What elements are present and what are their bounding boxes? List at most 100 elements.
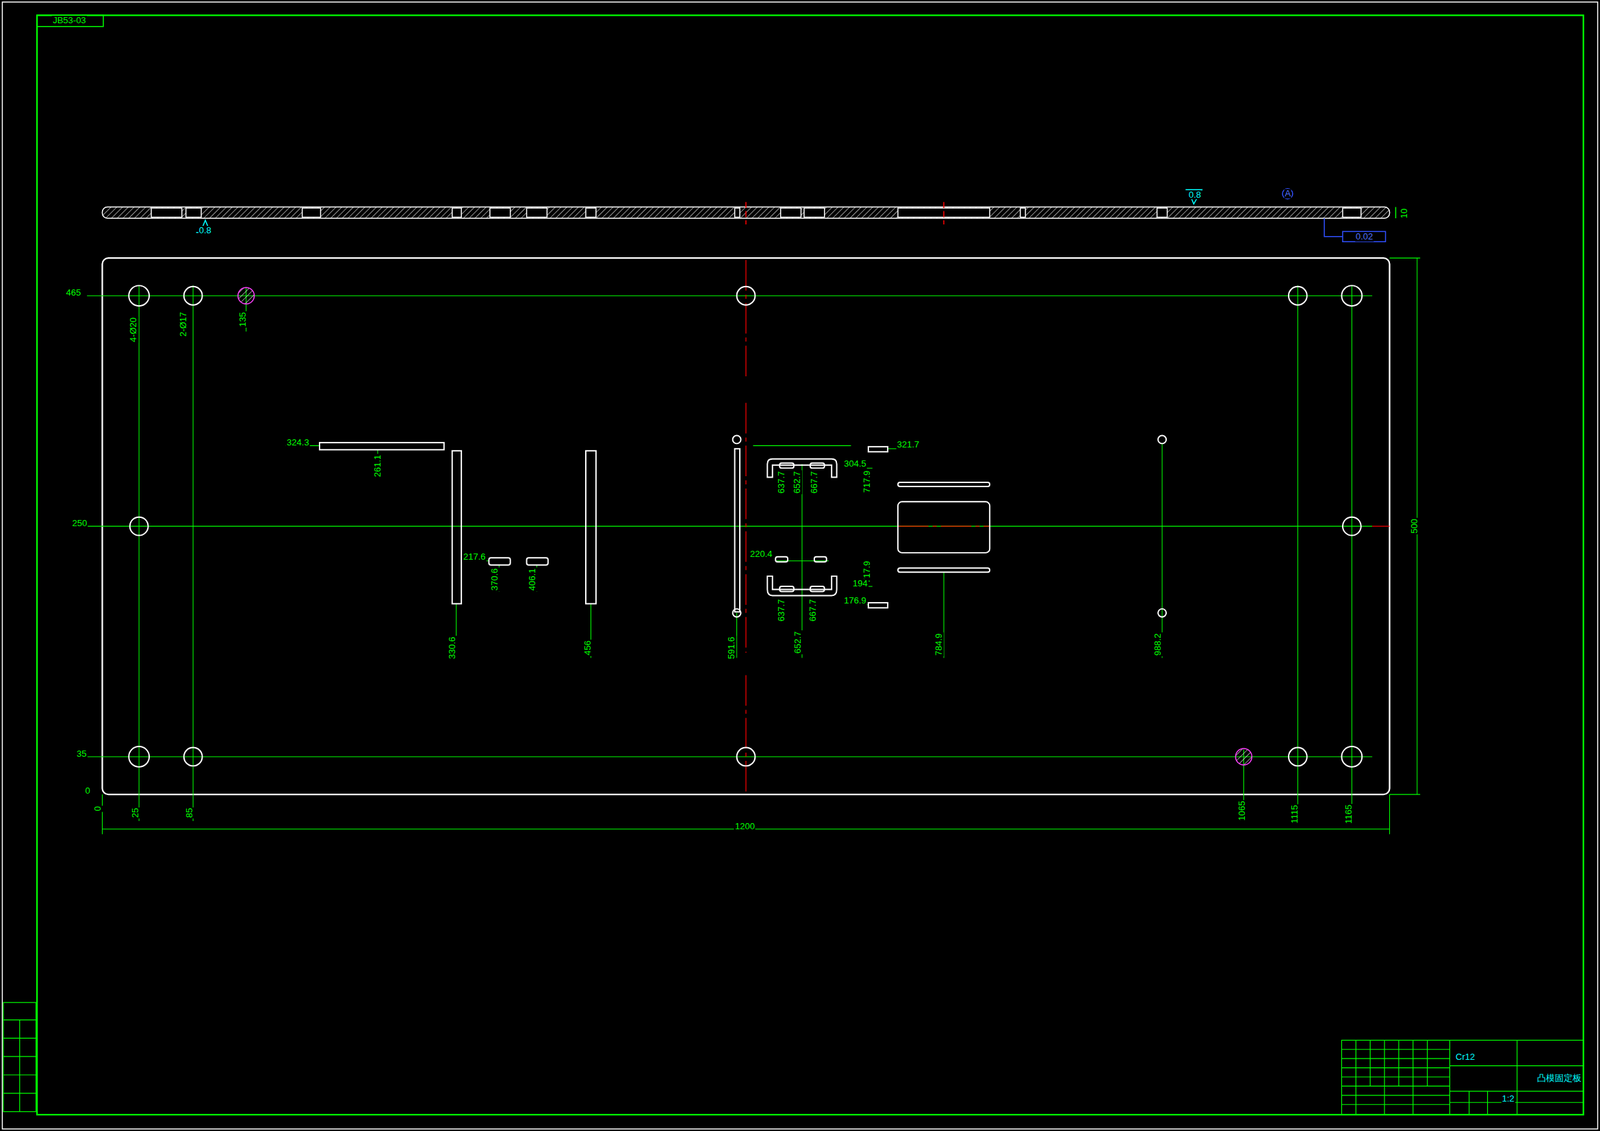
dimension: 637.7: [776, 470, 787, 495]
cad-geometry: [732, 435, 742, 444]
cad-geometry: [1449, 1040, 1451, 1115]
cad-geometry: [1341, 1058, 1450, 1060]
cad-geometry: [1157, 435, 1167, 444]
cad-geometry: [1341, 1086, 1450, 1087]
cad-geometry: [810, 586, 825, 592]
cad-geometry: [1355, 1040, 1357, 1115]
scale: 1:2: [1501, 1094, 1516, 1104]
cad-geometry: [868, 602, 888, 608]
cad-geometry: [86, 756, 1373, 757]
cad-geometry: [745, 403, 746, 653]
cad-geometry: [752, 445, 851, 447]
cad-geometry: [186, 208, 202, 217]
cad-geometry: [745, 675, 746, 794]
cad-geometry: [1412, 1040, 1414, 1115]
dimension: 500: [1409, 518, 1420, 536]
cad-geometry: [775, 560, 829, 562]
cad-geometry: [1389, 794, 1421, 796]
cad-geometry: [734, 448, 740, 612]
cad-geometry: [1185, 189, 1202, 204]
cad-geometry: [897, 501, 990, 553]
cad-geometry: [151, 208, 1362, 217]
cad-geometry: [1341, 1104, 1450, 1106]
cad-geometry: [745, 201, 746, 225]
cad-geometry: [1351, 285, 1353, 822]
cad-geometry: [101, 794, 103, 835]
cad-geometry: [1282, 188, 1293, 200]
cad-geometry: [734, 208, 740, 217]
cad-geometry: [585, 450, 597, 605]
cad-geometry: [804, 208, 825, 217]
dimension: 324.3: [286, 437, 311, 448]
cad-geometry: [814, 557, 827, 562]
cad-geometry: [897, 482, 990, 487]
cad-geometry: [3, 1002, 37, 1112]
cad-geometry: [86, 526, 1373, 527]
cad-geometry: [1383, 1040, 1385, 1115]
hole-callout: 4-Ø20: [129, 316, 139, 343]
dimension: 784.9: [934, 633, 944, 657]
cad-geometry: [526, 208, 548, 217]
cad-geometry: [1389, 257, 1421, 259]
dimension: 194: [852, 578, 869, 589]
cad-geometry: [1341, 1076, 1450, 1078]
dimension: 135: [238, 311, 248, 328]
cad-geometry: [775, 557, 788, 562]
cad-geometry: [1297, 285, 1299, 822]
dimension: 330.6: [447, 636, 458, 661]
dimension: 1200: [734, 821, 756, 832]
cad-geometry: [1398, 1040, 1399, 1087]
cad-geometry: [585, 208, 597, 217]
dimension: 0: [93, 806, 103, 813]
drawing-number: JB53-03: [52, 15, 87, 26]
cad-geometry: [238, 287, 255, 304]
cad-geometry: [1370, 1040, 1371, 1087]
dimension: 1165: [1344, 804, 1354, 825]
part-name: 凸模固定板: [1536, 1073, 1583, 1084]
cad-geometry: [128, 285, 1362, 768]
dimension: 176.9: [843, 596, 868, 606]
cad-geometry: [737, 286, 756, 306]
cad-geometry: [452, 450, 462, 605]
dimension: 217.6: [462, 552, 487, 562]
cad-geometry: [1342, 517, 1362, 536]
dimension: 652.7: [792, 470, 803, 495]
cad-geometry: [1341, 1040, 1583, 1115]
cad-geometry: [897, 568, 990, 573]
cad-geometry: [138, 285, 140, 822]
cad-geometry: [128, 285, 150, 306]
dimension: 667.7: [809, 470, 820, 495]
cad-geometry: [745, 260, 1390, 794]
dimension: 370.6: [489, 568, 500, 592]
cad-geometry: [1341, 285, 1362, 306]
dimension: 1065: [1237, 800, 1247, 822]
cad-geometry: [1288, 286, 1308, 306]
cad-geometry: [779, 586, 794, 592]
material: Cr12: [1454, 1052, 1476, 1063]
dimension: 35: [75, 749, 87, 759]
cad-geometry: [1020, 208, 1026, 217]
dimension: 250: [71, 518, 88, 529]
cad-geometry: [1487, 1091, 1488, 1115]
dimension: 1115: [1289, 804, 1300, 824]
cad-geometry: [184, 747, 203, 767]
cad-geometry: [1449, 1090, 1583, 1092]
cad-geometry: [1468, 1091, 1470, 1115]
cad-geometry: [489, 208, 511, 217]
cad-geometry: [19, 1020, 20, 1113]
dimension: 85: [185, 807, 196, 819]
cad-geometry: [526, 557, 549, 565]
cad-geometry: [767, 576, 837, 596]
cad-geometry: [86, 257, 1421, 835]
cad-geometry: [1426, 1040, 1428, 1087]
cad-geometry: [1341, 1049, 1450, 1050]
cad-geometry: [868, 446, 888, 452]
dimension: 667.7: [808, 598, 819, 623]
cad-geometry: [1342, 231, 1386, 242]
roughness: 0.8: [1188, 190, 1202, 200]
cad-geometry: [1341, 1040, 1583, 1115]
cad-geometry: [184, 286, 203, 306]
cad-geometry: [1342, 208, 1362, 217]
